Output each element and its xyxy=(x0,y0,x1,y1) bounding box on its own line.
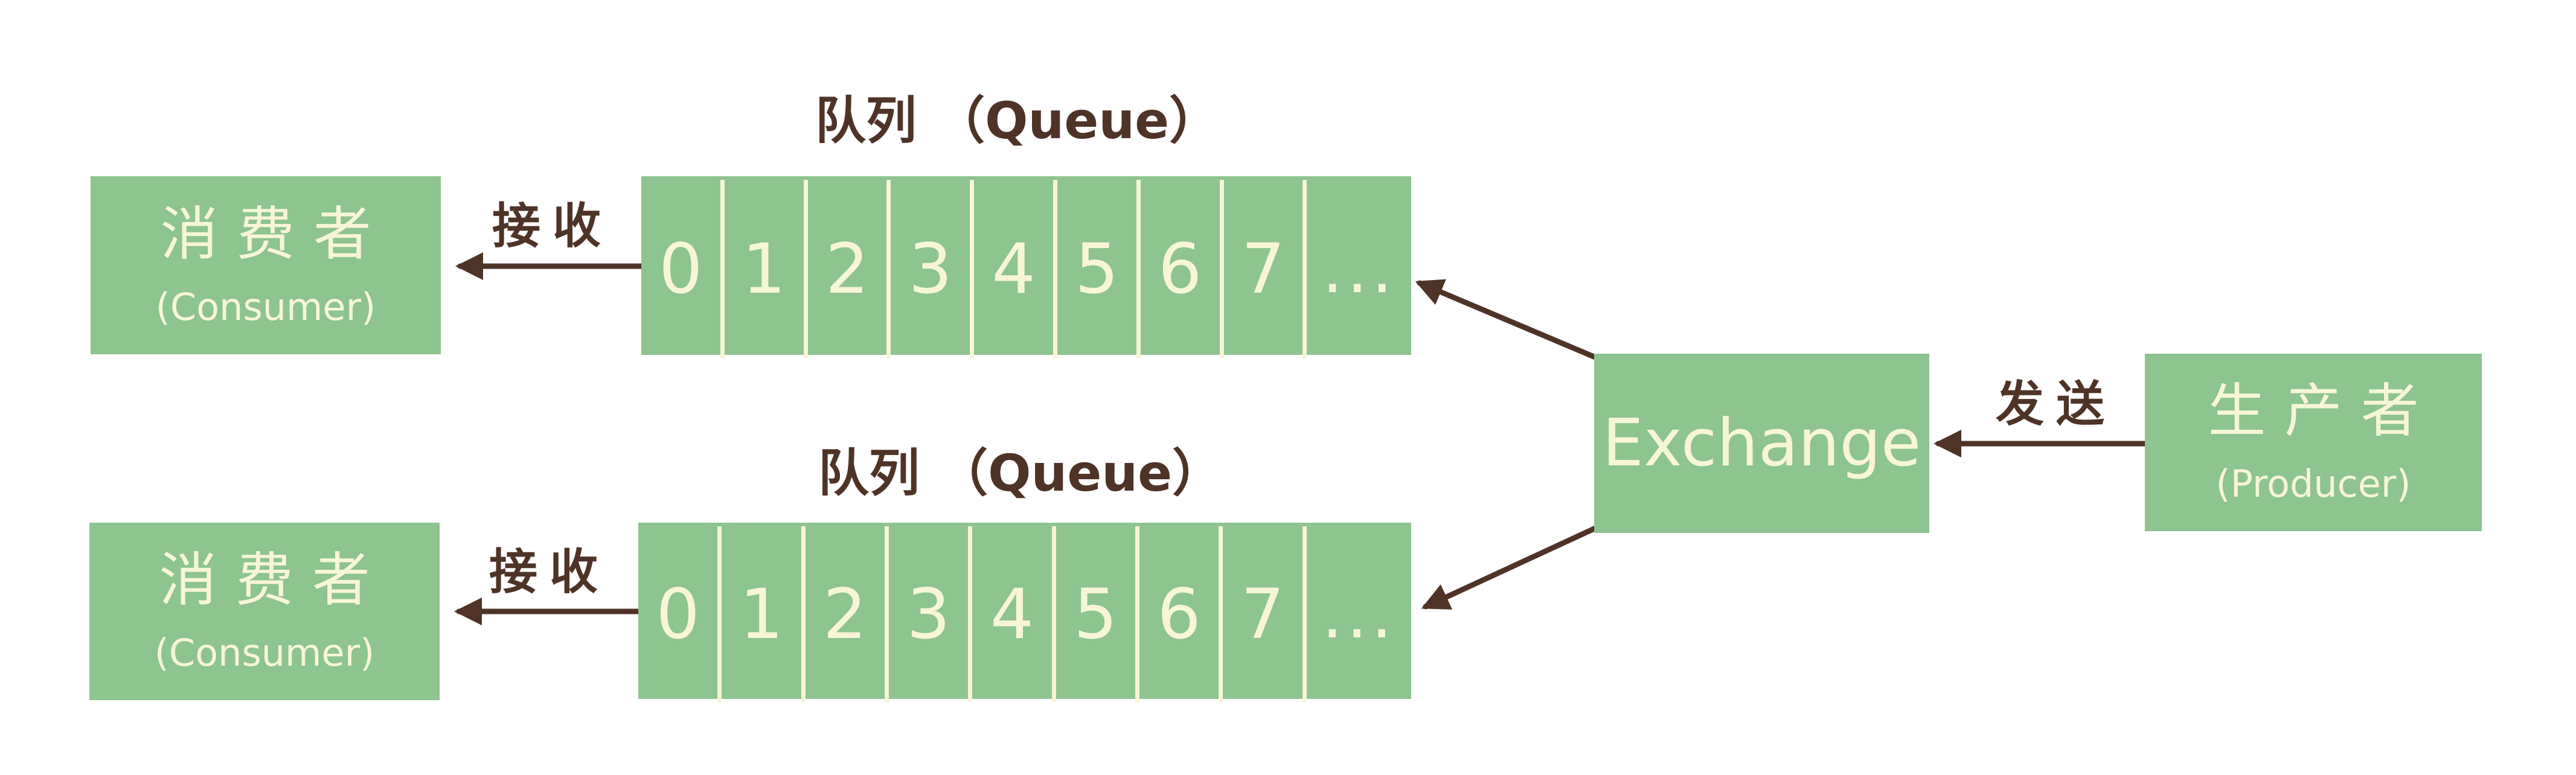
queue-cell: 0 xyxy=(641,180,725,359)
queue-cell: 6 xyxy=(1141,180,1224,359)
queue-cell: 2 xyxy=(806,526,889,703)
receive-label-top: 接收 xyxy=(492,198,613,254)
queue-cell: 7 xyxy=(1223,526,1307,703)
queue-cell: 4 xyxy=(974,180,1057,359)
consumer-top-box: 消费者 (Consumer) xyxy=(91,176,441,354)
exchange-to-bottom-queue-arrow xyxy=(1421,525,1598,610)
producer-title: 生产者 xyxy=(2208,377,2438,445)
queue-cell: 3 xyxy=(889,526,973,703)
queue-cell: 6 xyxy=(1139,526,1223,703)
consumer-top-title: 消费者 xyxy=(160,200,390,268)
queue-cell: 2 xyxy=(808,180,891,359)
queue-cell: 5 xyxy=(1056,526,1139,703)
queue-top-box: 0 1 2 3 4 5 6 7 ... xyxy=(641,176,1411,359)
exchange-label: Exchange xyxy=(1602,405,1921,481)
queue-cell: 7 xyxy=(1224,180,1307,359)
queue-cell: 3 xyxy=(891,180,975,359)
consumer-bottom-box: 消费者 (Consumer) xyxy=(89,523,440,700)
receive-label-bottom: 接收 xyxy=(489,544,610,600)
queue-cell: 1 xyxy=(725,180,808,359)
producer-subtitle: (Producer) xyxy=(2216,462,2411,506)
queue-cell: ... xyxy=(1321,576,1396,653)
consumer-bottom-title: 消费者 xyxy=(159,546,389,614)
queue-cell: 5 xyxy=(1057,180,1141,359)
queue-bottom-box: 0 1 2 3 4 5 6 7 ... xyxy=(638,523,1411,703)
queue-cell: 0 xyxy=(638,526,722,703)
queue-cell: ... xyxy=(1322,231,1397,308)
queue-cell: 1 xyxy=(722,526,806,703)
consumer-bottom-subtitle: (Consumer) xyxy=(154,631,375,675)
queue-top-label: 队列 （Queue） xyxy=(815,91,1220,150)
consumer-top-subtitle: (Consumer) xyxy=(155,284,376,329)
send-label: 发送 xyxy=(1996,376,2116,432)
producer-box: 生产者 (Producer) xyxy=(2145,354,2482,531)
queue-bottom-label: 队列 （Queue） xyxy=(818,444,1223,503)
queue-cell: 4 xyxy=(972,526,1056,703)
exchange-box: Exchange xyxy=(1594,354,1929,533)
exchange-to-top-queue-arrow xyxy=(1415,279,1598,360)
